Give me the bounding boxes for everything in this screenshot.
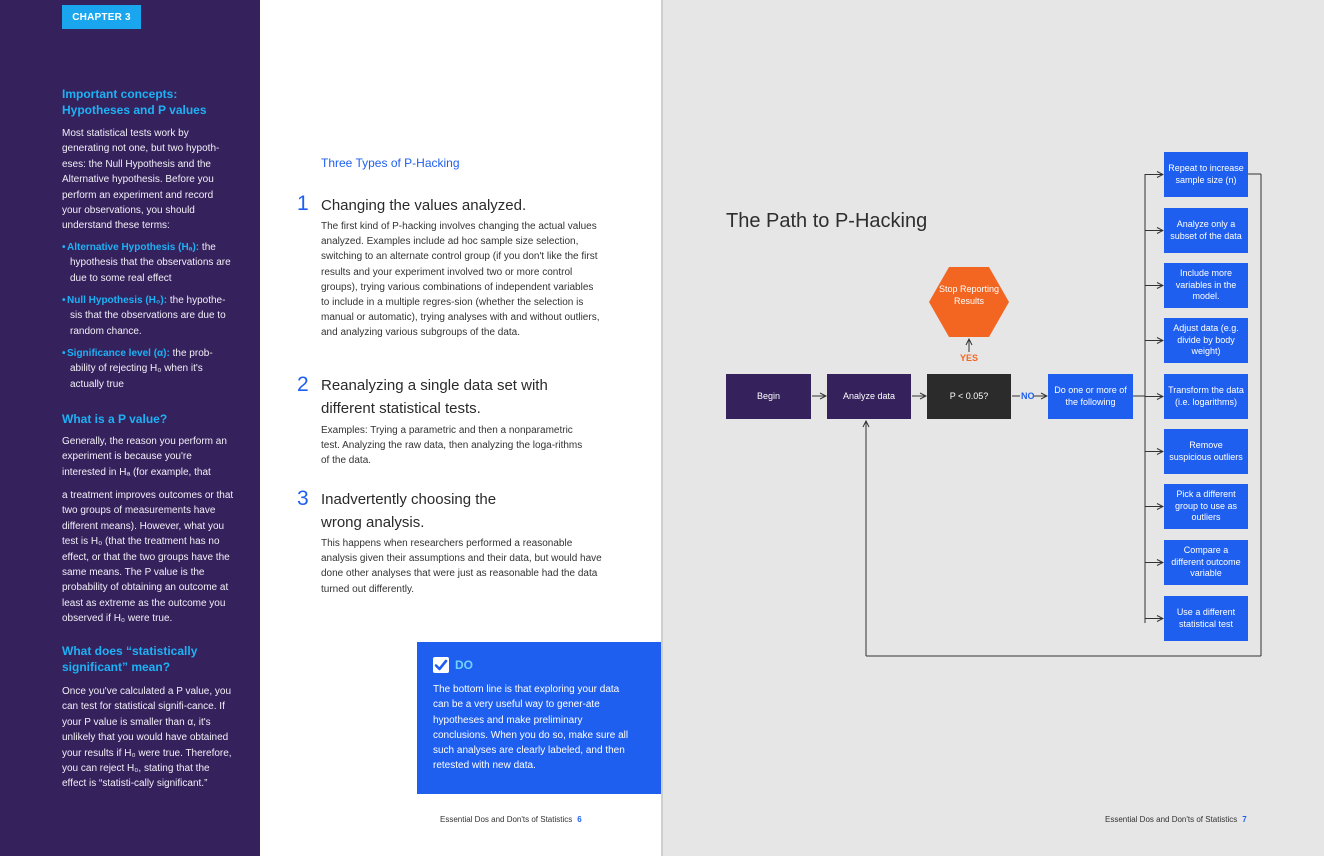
no-label: NO <box>1021 391 1035 401</box>
section-title: Inadvertently choosing the wrong analysi… <box>321 491 497 531</box>
pvalue-text-1: Generally, the reason you perform an exp… <box>62 436 227 478</box>
option-transform-data: Transform the data (i.e. logarithms) <box>1164 374 1248 419</box>
section-number: 2 <box>297 373 309 396</box>
bullet-dot-icon: • <box>62 295 66 306</box>
bullet-text: the hypothe-sis that the observations ar… <box>70 295 226 337</box>
flow-begin: Begin <box>726 374 811 419</box>
page-number: 6 <box>577 815 582 824</box>
sidebar-heading-pvalue: What is a P value? <box>62 412 168 426</box>
flowchart-title: The Path to P-Hacking <box>726 210 928 232</box>
option-adjust-data: Adjust data (e.g. divide by body weight) <box>1164 318 1248 363</box>
do-label: DO <box>455 658 473 672</box>
sidebar-heading-concepts: Important concepts: Hypotheses and P val… <box>62 87 207 117</box>
do-callout: DO The bottom line is that exploring you… <box>417 642 661 794</box>
option-repeat-sample-size: Repeat to increase sample size (n) <box>1164 152 1248 197</box>
section-body: This happens when researchers performed … <box>321 538 602 595</box>
option-analyze-subset: Analyze only a subset of the data <box>1164 208 1248 253</box>
page-number: 7 <box>1242 815 1247 824</box>
section-number: 3 <box>297 487 309 510</box>
flow-analyze-data: Analyze data <box>827 374 911 419</box>
sidebar-heading-significant: What does “statistically significant” me… <box>62 644 198 674</box>
bullet-dot-icon: • <box>62 348 66 359</box>
yes-label: YES <box>960 353 979 363</box>
flowchart-connectors <box>812 0 1262 657</box>
bullet-alternative-hypothesis: • Alternative Hypothesis (Hₐ): the hypot… <box>62 240 234 286</box>
do-text: The bottom line is that exploring your d… <box>433 684 629 772</box>
sidebar: CHAPTER 3 Important concepts: Hypotheses… <box>0 0 260 856</box>
flow-stop-reporting: Stop Reporting Results <box>938 284 1000 306</box>
footer-title: Essential Dos and Don'ts of Statistics <box>1105 815 1238 824</box>
bullet-term: Alternative Hypothesis (Hₐ): <box>67 242 200 253</box>
option-remove-outliers: Remove suspicious outliers <box>1164 429 1248 474</box>
bullet-null-hypothesis: • Null Hypothesis (H₀): the hypothe-sis … <box>62 293 234 339</box>
section-body: The first kind of P-hacking involves cha… <box>321 221 600 339</box>
footer-title: Essential Dos and Don'ts of Statistics <box>440 815 573 824</box>
flow-decision: P < 0.05? <box>927 374 1011 419</box>
section-title: Changing the values analyzed. <box>321 197 527 214</box>
pvalue-text-2: a treatment improves outcomes or that tw… <box>62 490 234 625</box>
stop-hexagon <box>929 267 1009 337</box>
option-compare-outcome: Compare a different outcome variable <box>1164 540 1248 585</box>
footer-left: Essential Dos and Don'ts of Statistics 6 <box>440 815 582 824</box>
section-body: Examples: Trying a parametric and then a… <box>321 425 583 467</box>
bullet-text: the prob-ability of rejecting H₀ when it… <box>70 348 213 390</box>
types-title: Three Types of P-Hacking <box>321 156 460 170</box>
significance-text: Once you've calculated a P value, you ca… <box>62 686 232 790</box>
flow-do-one-or-more: Do one or more of the following <box>1048 374 1133 419</box>
bullet-significance-level: • Significance level (α): the prob-abili… <box>62 346 234 392</box>
section-title: Reanalyzing a single data set with diffe… <box>321 377 548 417</box>
bullet-text: the hypothesis that the observations are… <box>70 242 231 284</box>
section-number: 1 <box>297 192 309 215</box>
option-different-test: Use a different statistical test <box>1164 596 1248 641</box>
checkbox-checked-icon <box>433 657 449 673</box>
footer-right: Essential Dos and Don'ts of Statistics 7 <box>1105 815 1247 824</box>
bullet-term: Significance level (α): <box>67 348 170 359</box>
bullet-term: Null Hypothesis (H₀): <box>67 295 168 306</box>
sidebar-intro-text: Most statistical tests work by generatin… <box>62 128 220 232</box>
option-pick-different-group: Pick a different group to use as outlier… <box>1164 484 1248 529</box>
bullet-dot-icon: • <box>62 242 66 253</box>
option-include-more-variables: Include more variables in the model. <box>1164 263 1248 308</box>
page-right <box>661 0 1324 856</box>
chapter-tab: CHAPTER 3 <box>62 5 141 29</box>
